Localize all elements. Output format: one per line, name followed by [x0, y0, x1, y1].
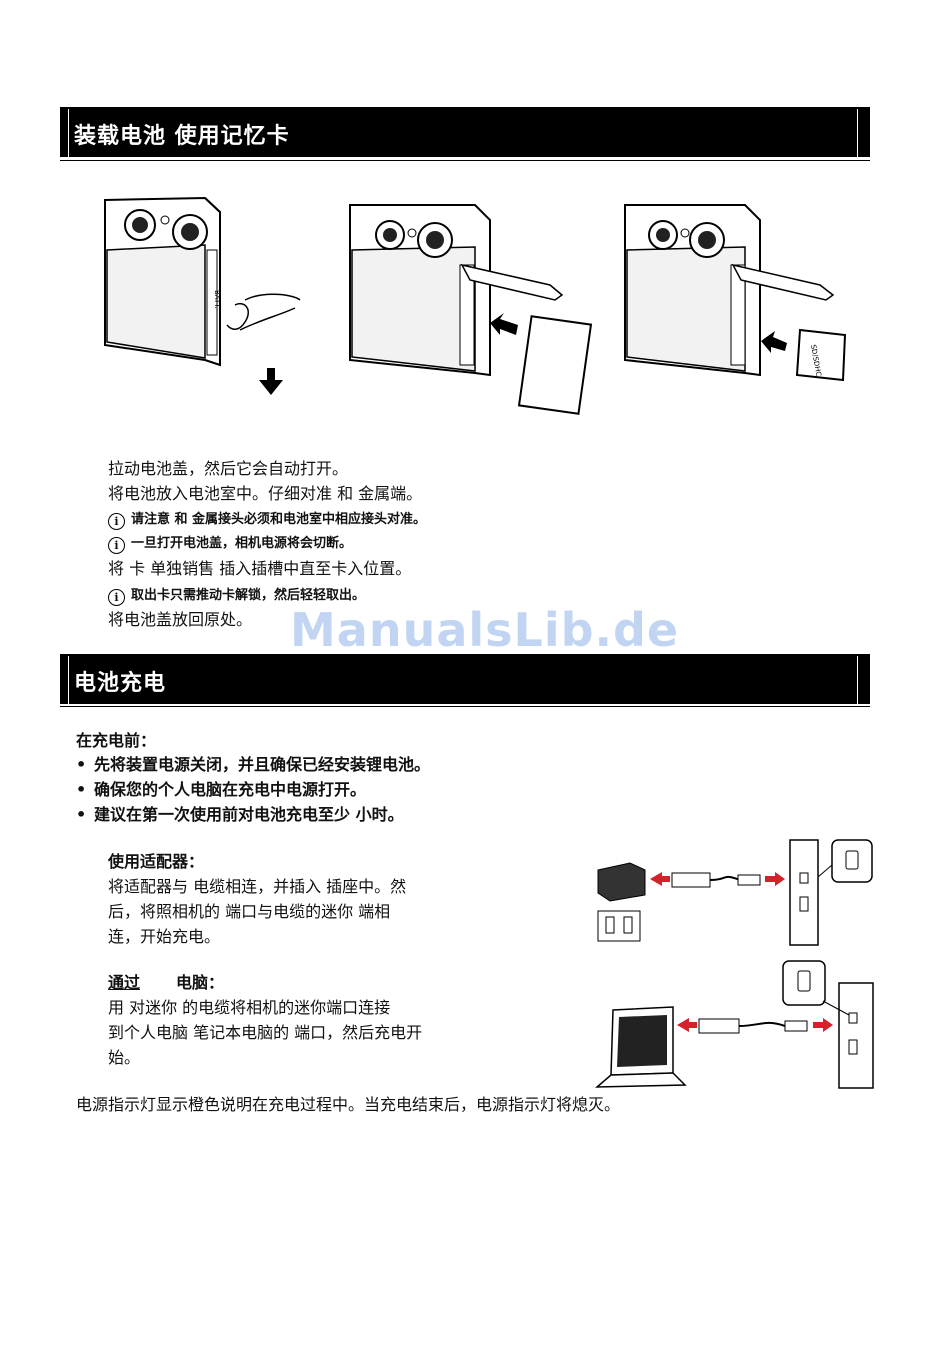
adapter-line: 后，将照相机的 端口与电缆的迷你 端相: [108, 902, 391, 921]
pc-heading-computer: 电脑：: [176, 973, 225, 992]
step-2-text: 将电池放入电池室中。仔细对准 和 金属端。: [108, 484, 423, 503]
adapter-heading: 使用适配器：: [108, 852, 205, 871]
note-3-text: 取出卡只需推动卡解锁，然后轻轻取出。: [131, 588, 366, 603]
pc-heading: 通过 电脑：: [108, 971, 224, 995]
banner-rule: [60, 160, 870, 161]
adapter-line: 连，开始充电。: [108, 927, 221, 946]
step-3-text: 将 卡 单独销售 插入插槽中直至卡入位置。: [108, 559, 412, 578]
charging-indicator-note: 电源指示灯显示橙色说明在充电过程中。当充电结束后，电源指示灯将熄灭。: [76, 1095, 621, 1114]
bullet-item: 建议在第一次使用前对电池充电至少 小时。: [76, 803, 404, 827]
section-banner-charging: 电池充电: [60, 654, 870, 704]
figure-insert-battery: [349, 204, 593, 415]
note-2: i 一旦打开电池盖，相机电源将会切断。: [108, 533, 352, 555]
step-1-text: 拉动电池盖，然后它会自动打开。: [108, 459, 349, 478]
adapter-line: 将适配器与 电缆相连，并插入 插座中。然: [108, 877, 407, 896]
note-1: i 请注意 和 金属接头必须和电池室中相应接头对准。: [108, 509, 426, 531]
figure-open-cover: BATT.: [104, 196, 301, 395]
note-1-text: 请注意 和 金属接头必须和电池室中相应接头对准。: [131, 512, 427, 527]
figure-insert-card: SD/SDHC: [624, 204, 847, 382]
batt-label: BATT.: [213, 290, 221, 309]
pc-line: 始。: [108, 1048, 141, 1067]
section-title: 装载电池 使用记忆卡: [74, 124, 290, 149]
figure-adapter-charging: [597, 839, 873, 946]
banner-rule: [60, 706, 870, 707]
step-4-text: 将电池盖放回原处。: [108, 610, 253, 629]
info-icon: i: [108, 513, 125, 530]
section-title: 电池充电: [74, 671, 167, 696]
bullet-item: 确保您的个人电脑在充电中电源打开。: [76, 778, 366, 802]
pc-line: 到个人电脑 笔记本电脑的 端口，然后充电开: [108, 1023, 423, 1042]
info-icon: i: [108, 589, 125, 606]
pc-line: 用 对迷你 的电缆将相机的迷你端口连接: [108, 998, 391, 1017]
info-icon: i: [108, 537, 125, 554]
figure-pc-charging: [595, 960, 874, 1089]
note-2-text: 一旦打开电池盖，相机电源将会切断。: [131, 536, 353, 551]
bullet-item: 先将装置电源关闭，并且确保已经安装锂电池。: [76, 753, 430, 777]
pc-heading-via: 通过: [108, 973, 141, 992]
note-3: i 取出卡只需推动卡解锁，然后轻轻取出。: [108, 585, 365, 607]
before-charge-label: 在充电前：: [76, 731, 157, 750]
watermark: ManualsLib.de: [290, 603, 680, 657]
section-banner-battery: 装载电池 使用记忆卡: [60, 107, 870, 157]
